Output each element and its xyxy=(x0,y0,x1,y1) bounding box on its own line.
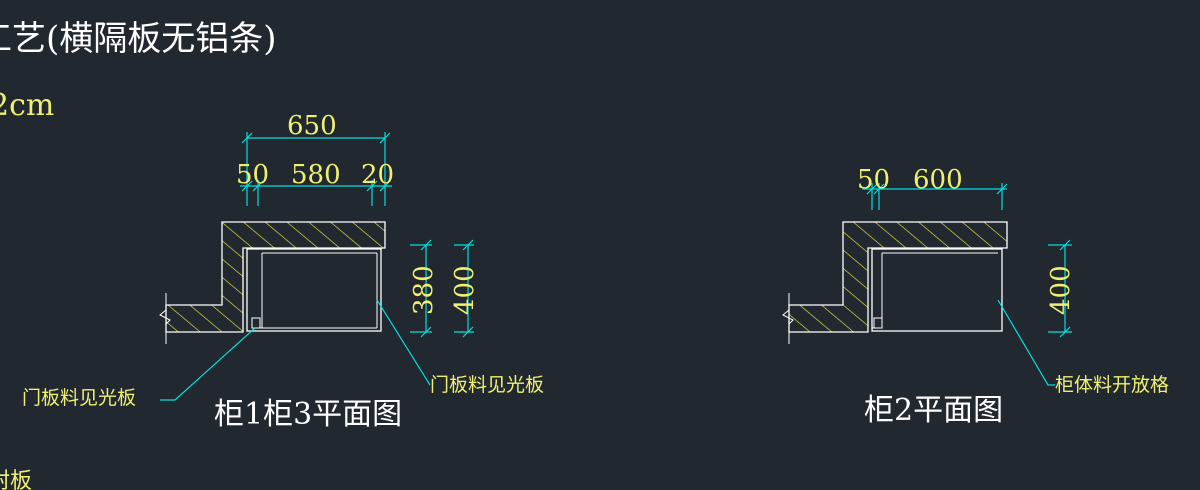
cabinet-1-3-dimensions xyxy=(160,132,474,401)
dim-main-width-2: 600 xyxy=(913,165,963,195)
cabinet-2-break-line xyxy=(782,293,794,344)
callout-right-2: 柜体料开放格 xyxy=(1055,374,1169,396)
cabinet-1-3-break-line xyxy=(159,293,171,344)
cabinet-1-3-plan-label: 柜1柜3平面图 xyxy=(214,397,402,432)
dim-inner-width: 580 xyxy=(291,160,341,190)
dim-total-width: 650 xyxy=(287,111,337,141)
cabinet-2-wall-hatch xyxy=(788,221,1008,333)
cabinet-2-box xyxy=(871,248,1003,332)
dim-inner-height: 380 xyxy=(409,265,439,315)
footnote-label: 封板 xyxy=(0,469,32,490)
dim-outer-height-2: 400 xyxy=(1046,265,1076,315)
callout-left: 门板料见光板 xyxy=(22,387,136,409)
cabinet-2-dimensions xyxy=(862,183,1072,386)
page-title: 工艺(横隔板无铝条) xyxy=(0,19,277,59)
dim-left-offset-2: 50 xyxy=(857,165,890,195)
callout-right: 门板料见光板 xyxy=(430,374,544,396)
cabinet-1-3-box xyxy=(246,248,382,332)
dim-right-offset: 20 xyxy=(361,160,394,190)
cabinet-1-3-wall-hatch xyxy=(165,221,386,333)
cabinet-2-plan: 50 600 400 柜体料开放格 柜2平面图 xyxy=(782,165,1169,428)
dim-left-offset: 50 xyxy=(236,160,269,190)
thickness-label: 2cm xyxy=(0,88,54,123)
cabinet-2-plan-label: 柜2平面图 xyxy=(864,393,1003,428)
dim-outer-height: 400 xyxy=(450,265,480,315)
cabinet-1-3-plan: 650 50 580 20 380 400 门板料见光板 门板料见光板 柜1柜3… xyxy=(22,111,544,432)
